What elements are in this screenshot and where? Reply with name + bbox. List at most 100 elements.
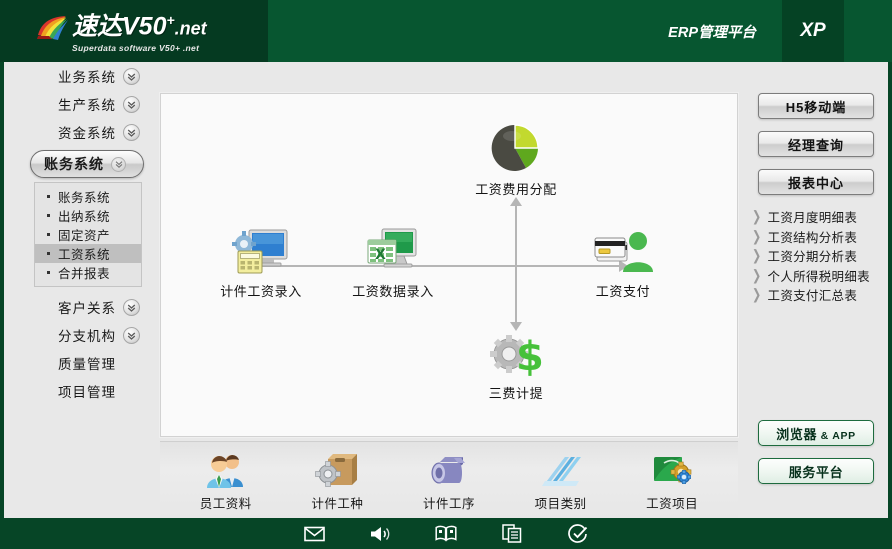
chevron-double-down-icon[interactable] <box>123 123 140 141</box>
sidebar-item-production[interactable]: 生产系统 <box>4 90 158 118</box>
iconbar-item-piece-work-type[interactable]: 计件工种 <box>287 449 387 512</box>
flow-node-label: 工资支付 <box>595 284 651 299</box>
flow-arrow-down <box>510 322 522 331</box>
chevron-placeholder <box>123 355 140 372</box>
report-item-label: 个人所得税明细表 <box>767 269 870 284</box>
monitor-gear-calculator-icon <box>201 224 321 276</box>
flow-node-piece-wage-entry[interactable]: 计件工资录入 <box>201 224 321 300</box>
bullet-icon <box>47 233 50 236</box>
bullet-icon <box>47 195 50 198</box>
service-platform-button[interactable]: 服务平台 <box>758 458 874 484</box>
chevron-right-icon: ❯ <box>752 248 762 265</box>
erp-platform-label: ERP管理平台 <box>668 24 756 41</box>
submenu-item-payroll[interactable]: 工资系统 <box>35 244 141 263</box>
report-item-label: 工资支付汇总表 <box>767 289 858 304</box>
flow-node-label: 计件工资录入 <box>220 284 302 299</box>
flow-arrow-up <box>510 197 522 206</box>
submenu-item-fixed-assets[interactable]: 固定资产 <box>35 225 141 244</box>
header-right-pad <box>844 0 892 62</box>
chevron-double-down-icon[interactable] <box>111 156 126 172</box>
flow-node-label: 工资数据录入 <box>352 284 434 299</box>
status-bar <box>0 518 892 549</box>
svg-text:X: X <box>375 247 386 263</box>
chevron-double-down-icon[interactable] <box>123 67 140 85</box>
iconbar-item-label: 工资项目 <box>646 496 699 511</box>
chevron-right-icon: ❯ <box>752 268 762 284</box>
submenu-item-label: 出纳系统 <box>58 210 111 224</box>
report-item-label: 工资月度明细表 <box>767 211 858 226</box>
submenu-item-cashier[interactable]: 出纳系统 <box>35 206 141 225</box>
app-header: 速达V50+.net Superdata software V50+ .net … <box>0 0 892 62</box>
sidebar-item-crm[interactable]: 客户关系 <box>4 293 158 321</box>
iconbar-item-label: 员工资料 <box>199 496 252 511</box>
flow-node-wage-cost-allocation[interactable]: 工资费用分配 <box>456 122 576 198</box>
sidebar-item-branches[interactable]: 分支机构 <box>4 321 158 349</box>
sidebar-item-label: 项目管理 <box>58 385 116 400</box>
report-item-monthly-detail[interactable]: ❯ 工资月度明细表 <box>752 207 888 227</box>
bullet-icon <box>47 271 50 274</box>
report-item-structure-analysis[interactable]: ❯ 工资结构分析表 <box>752 227 888 247</box>
browser-and-app-button[interactable]: 浏览器 & APP <box>758 420 874 446</box>
flow-arrow-right <box>619 260 628 272</box>
submenu-item-label: 固定资产 <box>58 229 111 243</box>
sidebar-item-label: 资金系统 <box>58 126 116 141</box>
book-icon[interactable] <box>435 523 457 545</box>
chevron-right-icon: ❯ <box>752 229 762 245</box>
sidebar-item-business[interactable]: 业务系统 <box>4 62 158 90</box>
bullet-icon <box>47 214 50 217</box>
report-item-period-analysis[interactable]: ❯ 工资分期分析表 <box>752 246 888 266</box>
brand-subtitle: Superdata software V50+ .net <box>72 43 200 54</box>
submenu-item-label: 合并报表 <box>58 267 111 281</box>
chevron-double-down-icon[interactable] <box>123 298 140 316</box>
report-center-button[interactable]: 报表中心 <box>758 169 874 195</box>
submenu-item-label: 账务系统 <box>58 191 111 205</box>
flow-node-wage-data-entry[interactable]: X 工资数据录入 <box>333 224 453 300</box>
bullet-icon <box>47 252 50 255</box>
report-item-label: 工资分期分析表 <box>767 250 858 265</box>
xp-badge[interactable]: XP <box>782 0 844 62</box>
h5-mobile-button[interactable]: H5移动端 <box>758 93 874 119</box>
flow-node-wage-payment[interactable]: 工资支付 <box>563 224 683 300</box>
iconbar-item-label: 计件工序 <box>422 496 475 511</box>
iconbar-item-employee-info[interactable]: 员工资料 <box>176 449 276 512</box>
sidebar-item-funds[interactable]: 资金系统 <box>4 118 158 146</box>
sidebar-item-accounting-active[interactable]: 账务系统 <box>30 150 144 178</box>
iconbar-item-project-category[interactable]: 项目类别 <box>511 449 611 512</box>
right-panel: H5移动端 经理查询 报表中心 ❯ 工资月度明细表 ❯ 工资结构分析表 ❯ 工资… <box>744 62 888 518</box>
flow-node-three-fee-accrual[interactable]: $ 三费计提 <box>456 326 576 402</box>
iconbar-item-wage-project[interactable]: 工资项目 <box>622 449 722 512</box>
flow-node-label: 工资费用分配 <box>475 182 557 197</box>
chevron-double-down-icon[interactable] <box>123 326 140 344</box>
sidebar-submenu: 账务系统 出纳系统 固定资产 工资系统 合并报表 <box>34 182 142 287</box>
chevron-double-down-icon[interactable] <box>123 95 140 113</box>
gear-dollar-icon: $ <box>456 326 576 378</box>
speaker-icon[interactable] <box>369 523 391 545</box>
check-circle-icon[interactable] <box>567 523 589 545</box>
iconbar-item-piece-work-process[interactable]: 计件工序 <box>399 449 499 512</box>
report-item-income-tax-detail[interactable]: ❯ 个人所得税明细表 <box>752 266 888 286</box>
mail-icon[interactable] <box>303 523 325 545</box>
green-gear-icon <box>650 449 694 489</box>
chevron-right-icon: ❯ <box>752 287 762 304</box>
report-list: ❯ 工资月度明细表 ❯ 工资结构分析表 ❯ 工资分期分析表 ❯ 个人所得税明细表… <box>744 207 888 305</box>
sidebar-item-label: 业务系统 <box>58 70 116 85</box>
sidebar-item-project[interactable]: 项目管理 <box>4 377 158 405</box>
flow-line-vertical <box>515 206 517 324</box>
main-content-panel: 计件工资录入 <box>160 93 738 437</box>
brand-logo[interactable]: 速达V50+.net Superdata software V50+ .net <box>0 0 268 62</box>
xp-label: XP <box>800 20 826 41</box>
two-people-icon <box>204 449 248 489</box>
pie-chart-icon <box>456 122 576 174</box>
sidebar-item-label: 分支机构 <box>58 329 116 344</box>
logo-mark-icon <box>36 15 70 41</box>
copy-icon[interactable] <box>501 523 523 545</box>
sidebar-item-quality[interactable]: 质量管理 <box>4 349 158 377</box>
module-icon-bar: 员工资料 <box>160 441 738 518</box>
iconbar-item-label: 项目类别 <box>534 496 587 511</box>
brand-title: 速达V50+.net <box>72 11 207 41</box>
submenu-item-consolidated-reports[interactable]: 合并报表 <box>35 263 141 282</box>
submenu-item-accounting[interactable]: 账务系统 <box>35 187 141 206</box>
report-item-payment-summary[interactable]: ❯ 工资支付汇总表 <box>752 285 888 305</box>
manager-query-button[interactable]: 经理查询 <box>758 131 874 157</box>
